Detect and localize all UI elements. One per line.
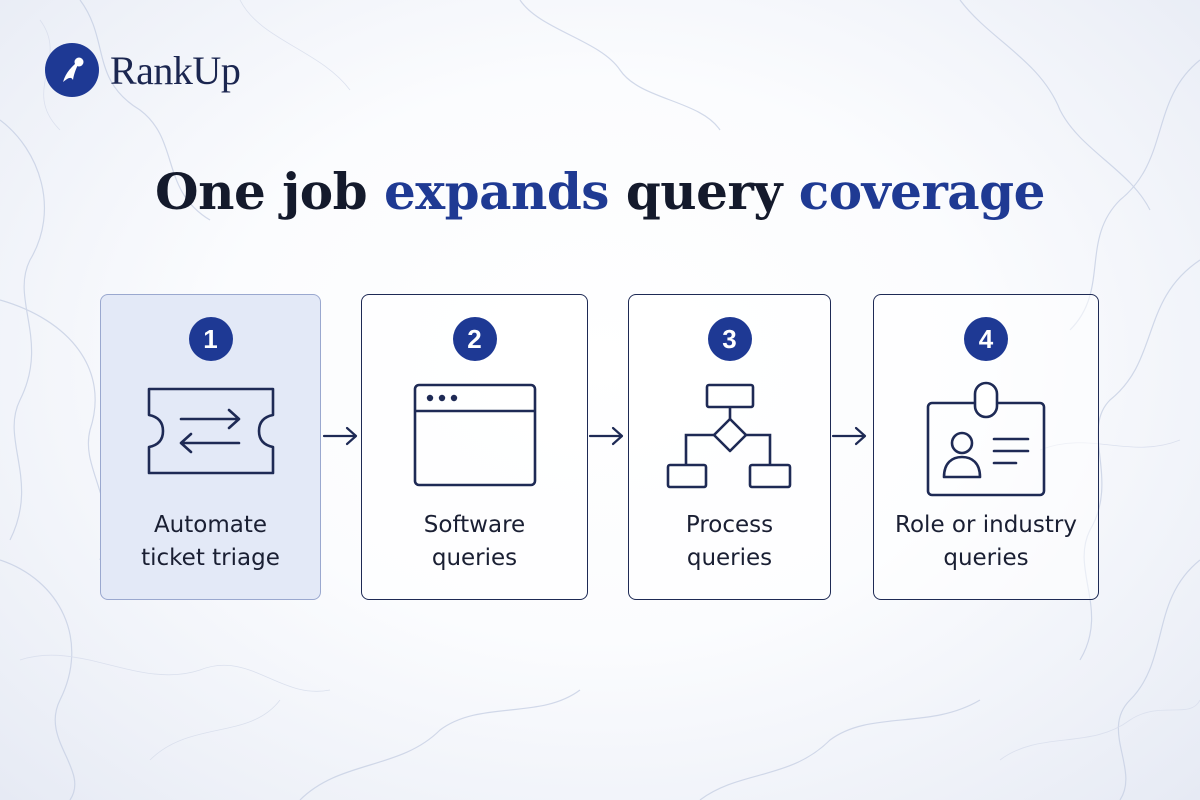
step-number-badge: 2 (452, 317, 497, 361)
arrow-right-icon (831, 426, 867, 446)
arrow-right-icon (322, 426, 358, 446)
comet-icon (45, 43, 99, 97)
step-label: Automate ticket triage (141, 512, 280, 571)
page-title: One job expands query coverage (0, 162, 1200, 221)
title-accent-1: expands (383, 162, 609, 221)
id-badge-icon (926, 381, 1046, 497)
brand-name: RankUp (110, 47, 241, 93)
ticket-icon (147, 387, 274, 475)
step-label: Process queries (685, 512, 774, 571)
step-number-badge: 3 (707, 317, 752, 361)
step-card-2: 2 Software queries (361, 294, 588, 600)
browser-window-icon (413, 383, 536, 487)
step-label: Software queries (423, 512, 526, 571)
title-accent-2: coverage (798, 162, 1046, 221)
title-part-2: query (608, 162, 799, 221)
arrow-right-icon (588, 426, 624, 446)
step-card-4: 4 Role or industry queries (873, 294, 1099, 600)
step-card-1: 1 Automate ticket triage (100, 294, 321, 600)
step-number-badge: 4 (964, 317, 1008, 361)
step-number-badge: 1 (188, 317, 233, 361)
step-label: Role or industry queries (895, 512, 1077, 571)
title-part-1: One job (155, 162, 384, 221)
step-card-3: 3 Process queries (628, 294, 831, 600)
flowchart-icon (666, 383, 791, 489)
brand-logo[interactable]: RankUp (44, 42, 241, 98)
